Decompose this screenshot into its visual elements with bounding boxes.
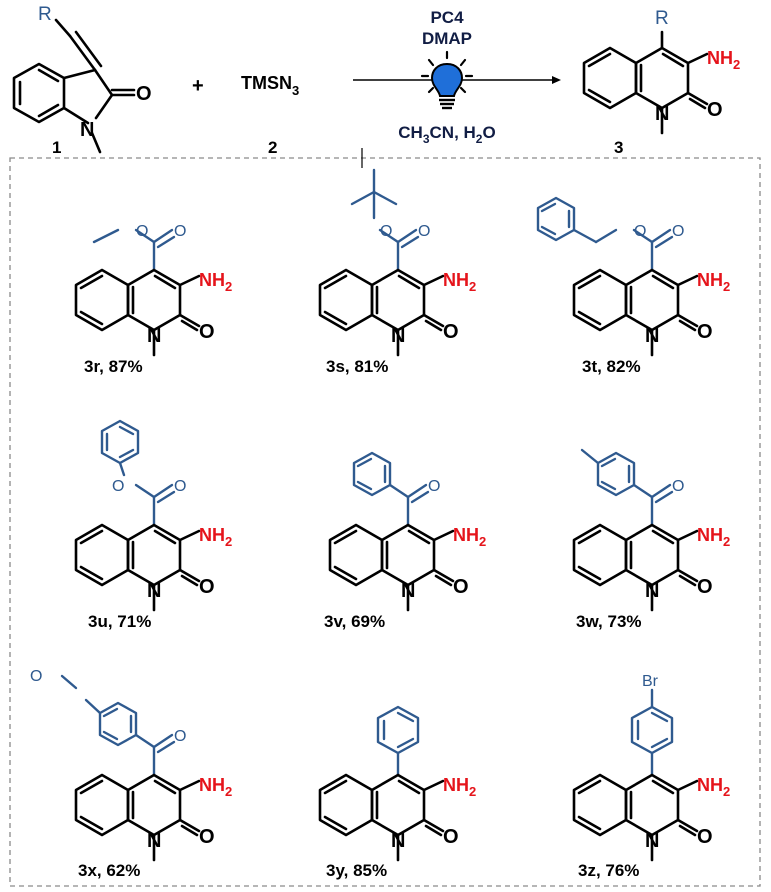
- compound-label: 3t, 82%: [582, 357, 641, 376]
- amine-group: NH2: [697, 270, 730, 294]
- amine-group: NH2: [199, 270, 232, 294]
- ring-nitrogen: N: [645, 580, 659, 602]
- carbonyl-oxygen: O: [707, 99, 723, 121]
- svg-text:O: O: [380, 223, 392, 240]
- svg-text:O: O: [174, 478, 186, 495]
- svg-text:O: O: [112, 478, 124, 495]
- svg-text:O: O: [634, 223, 646, 240]
- amine-group: NH2: [199, 525, 232, 549]
- compound-3w: O NH2 O N 3w, 73%: [572, 448, 730, 631]
- carbonyl-oxygen: O: [443, 321, 459, 343]
- condition-pc4: PC4: [430, 8, 464, 27]
- compound-label: 3s, 81%: [326, 357, 388, 376]
- ring-nitrogen: N: [80, 119, 94, 141]
- svg-text:O: O: [672, 223, 684, 240]
- reactant-2: TMSN3: [241, 73, 299, 98]
- carbonyl-oxygen: O: [697, 826, 713, 848]
- compound-label: 3u, 71%: [88, 612, 151, 631]
- condition-solvent: CH3CN, H2O: [398, 123, 495, 146]
- carbonyl-oxygen: O: [453, 576, 469, 598]
- amine-group: NH2: [697, 775, 730, 799]
- compound-3r: O O NH2 O N 3r, 87%: [74, 223, 232, 376]
- carbonyl-oxygen: O: [199, 576, 215, 598]
- compound-3u: O O NH2 O N 3u, 71%: [74, 419, 232, 631]
- compound-3v: O NH2 O N 3v, 69%: [324, 451, 486, 631]
- ring-nitrogen: N: [401, 580, 415, 602]
- svg-text:O: O: [174, 728, 186, 745]
- reactant-1: R O N: [12, 4, 152, 154]
- amine-group: NH2: [707, 48, 740, 72]
- svg-text:O: O: [672, 478, 684, 495]
- substrate-scope-frame: [9, 157, 761, 887]
- compound-label: 3z, 76%: [578, 861, 639, 880]
- svg-text:O: O: [30, 668, 42, 685]
- ring-nitrogen: N: [645, 830, 659, 852]
- r-group-label: R: [655, 8, 669, 29]
- reagent-subscript: 3: [292, 83, 299, 98]
- amine-group: NH2: [697, 525, 730, 549]
- compound-label: 3w, 73%: [576, 612, 642, 631]
- svg-text:O: O: [418, 223, 430, 240]
- carbonyl-oxygen: O: [443, 826, 459, 848]
- ring-nitrogen: N: [655, 103, 669, 125]
- compound-3t: O O NH2 O N 3t, 82%: [536, 196, 730, 376]
- compound-label: 3y, 85%: [326, 861, 387, 880]
- carbonyl-oxygen: O: [199, 321, 215, 343]
- product-3: R NH2 O N: [582, 8, 740, 135]
- svg-text:Br: Br: [642, 673, 659, 690]
- compound-3z: Br NH2 O N 3z, 76%: [572, 673, 730, 880]
- ring-nitrogen: N: [391, 830, 405, 852]
- svg-text:O: O: [428, 478, 440, 495]
- compound-3x: O O NH2 O N 3x, 62%: [30, 668, 232, 880]
- compound-3s: O O NH2 O N 3s, 81%: [318, 168, 476, 376]
- compound-number-1: 1: [52, 138, 61, 157]
- ring-nitrogen: N: [147, 830, 161, 852]
- amine-group: NH2: [199, 775, 232, 799]
- plus-sign: +: [192, 75, 204, 97]
- light-bulb-icon: [420, 50, 474, 110]
- carbonyl-oxygen: O: [697, 321, 713, 343]
- carbonyl-oxygen: O: [136, 83, 152, 105]
- svg-text:O: O: [174, 223, 186, 240]
- carbonyl-oxygen: O: [697, 576, 713, 598]
- condition-dmap: DMAP: [422, 29, 472, 48]
- compound-label: 3r, 87%: [84, 357, 143, 376]
- r-group-label: R: [38, 4, 52, 25]
- compound-number-3: 3: [614, 138, 623, 157]
- ring-nitrogen: N: [391, 325, 405, 347]
- compound-3y: NH2 O N 3y, 85%: [318, 705, 476, 880]
- amine-group: NH2: [453, 525, 486, 549]
- compound-number-2: 2: [268, 138, 277, 157]
- ring-nitrogen: N: [147, 580, 161, 602]
- amine-group: NH2: [443, 775, 476, 799]
- svg-text:TMSN3: TMSN3: [241, 73, 299, 98]
- ring-nitrogen: N: [147, 325, 161, 347]
- svg-text:O: O: [136, 223, 148, 240]
- reagent-tmsn: TMSN: [241, 73, 292, 93]
- compound-label: 3x, 62%: [78, 861, 140, 880]
- amine-group: NH2: [443, 270, 476, 294]
- ring-nitrogen: N: [645, 325, 659, 347]
- compound-label: 3v, 69%: [324, 612, 385, 631]
- carbonyl-oxygen: O: [199, 826, 215, 848]
